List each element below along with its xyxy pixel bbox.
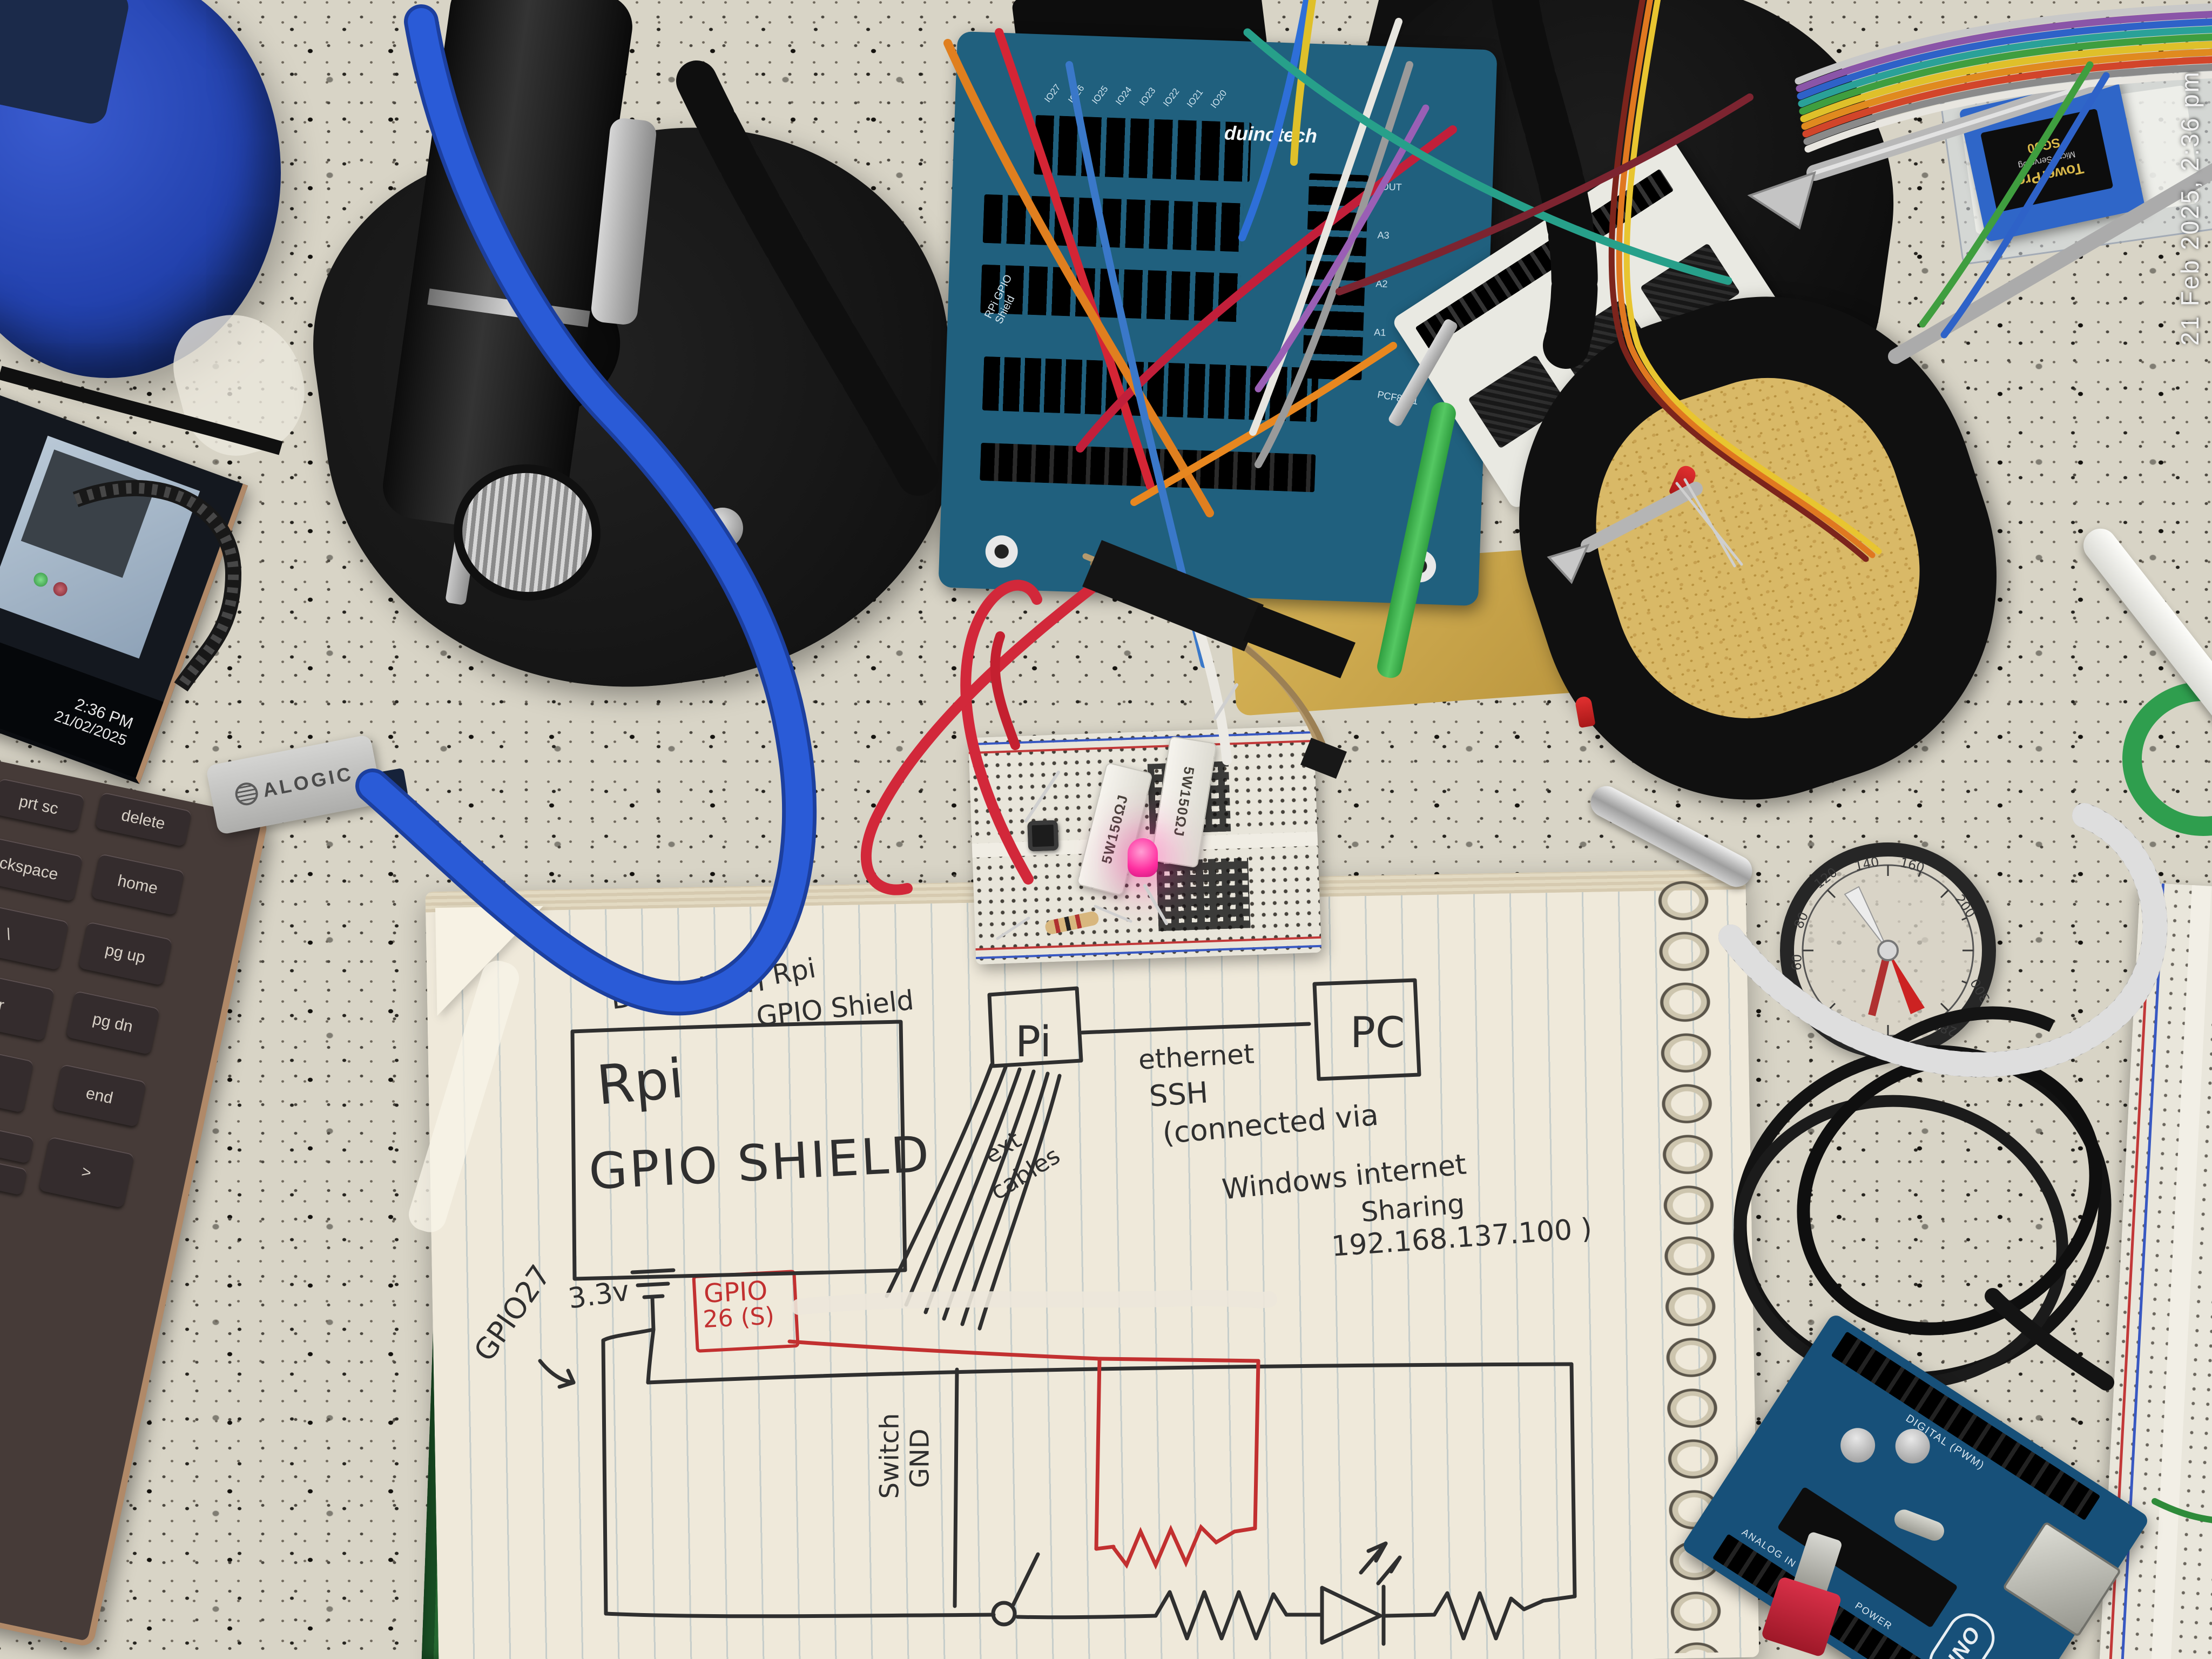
power-resistor-label: 5W150ΩJ: [1098, 792, 1131, 866]
compass-needle-red: [1888, 950, 1925, 1014]
gpio-pin-row: [980, 442, 1316, 493]
io-label: IO25: [1090, 84, 1110, 106]
sketch-pi-label: Pi: [1015, 1018, 1051, 1067]
header-block-analog: [1302, 173, 1369, 381]
key-backslash[interactable]: \: [0, 898, 69, 970]
sketch-switch-word: Switch: [874, 1413, 905, 1499]
io-label: IO22: [1161, 86, 1182, 109]
sketch-gpio26-line2: 26 (S): [702, 1302, 775, 1334]
clamp-screw: [702, 508, 743, 549]
center-groove: [2151, 885, 2211, 1659]
adapter-brand: ALOGIC: [261, 762, 355, 801]
analog-label: A1: [1373, 327, 1386, 338]
pink-led: [1128, 838, 1158, 877]
green-silicone-ring: [2122, 682, 2212, 836]
servo-label: TowerPro Micro Servo 9g SG90: [1980, 108, 2114, 213]
key-end[interactable]: end: [52, 1063, 147, 1128]
compass-pivot: [1877, 940, 1899, 961]
laptop-keyboard-deck: prt sc delete backspace home \ pg up ent…: [0, 745, 269, 1648]
arduino-model: UNO: [1938, 1622, 1986, 1659]
key-pgdn[interactable]: pg dn: [65, 990, 160, 1055]
servo-weight: 9g: [2017, 159, 2029, 171]
compass-dial: [1802, 864, 1974, 1037]
analog-label: A3: [1377, 230, 1390, 241]
io-label: IO24: [1114, 84, 1134, 107]
header-block-bottom: [982, 356, 1319, 422]
analog-label: A2: [1375, 278, 1388, 289]
sketch-gpio26-box: GPIO 26 (S): [692, 1270, 800, 1353]
tact-button: [1027, 820, 1059, 852]
key-prtsc[interactable]: prt sc: [0, 778, 85, 832]
compass-tick: 60: [1789, 954, 1805, 971]
io-label: IO21: [1185, 87, 1205, 110]
sketch-gnd-word: GND: [905, 1428, 935, 1488]
key-delete[interactable]: delete: [95, 792, 192, 847]
key-backspace[interactable]: backspace: [0, 831, 83, 902]
io-label: IO26: [1066, 83, 1087, 105]
alogic-logo-icon: [233, 780, 260, 807]
sketch-pc-label: PC: [1350, 1009, 1405, 1057]
key-shift[interactable]: ↑ shift: [0, 1033, 34, 1113]
header-block-mid1: [982, 194, 1244, 252]
sketch-ethernet-label: ethernet: [1137, 1038, 1255, 1076]
axial-resistor: [1044, 910, 1100, 935]
key-pgup[interactable]: pg up: [78, 921, 173, 986]
shield-screwhole-left: [984, 535, 1019, 569]
arduino-header-digital: [1831, 1331, 2101, 1521]
shield-brand: duinotech: [1224, 122, 1318, 147]
key-arrow-right[interactable]: >: [38, 1136, 135, 1209]
rj45-plug: [362, 767, 409, 804]
power-resistor-label: 5W150ΩJ: [1170, 765, 1198, 839]
sketch-box-rpi: Rpi: [594, 1047, 686, 1117]
sketch-switchgnd-label: Switch GND: [874, 1413, 935, 1499]
compass-needle-white: [1844, 886, 1889, 951]
key-enter[interactable]: enter: [0, 962, 55, 1041]
stand-sponge: [1560, 343, 1955, 753]
sketch-ssh-label: SSH: [1148, 1075, 1210, 1114]
analog-label: AOUT: [1374, 181, 1402, 193]
arduino-cap: [1833, 1421, 1882, 1469]
header-block-top: [1034, 115, 1252, 182]
arduino-crystal: [1891, 1507, 1947, 1544]
timestamp-watermark: 21 Feb 2025, 2:36 pm: [2176, 70, 2204, 346]
key-home[interactable]: home: [91, 853, 185, 916]
io-label: IO23: [1137, 85, 1158, 108]
compass: 120 140 160 200 80 60 280 300: [1780, 842, 1996, 1058]
io-label: IO27: [1042, 82, 1063, 105]
io-label: IO20: [1209, 88, 1229, 110]
usb-adapter: ALOGIC: [205, 734, 383, 835]
key-arrow-up[interactable]: ∧: [0, 1120, 35, 1164]
stamp-marking: [1156, 858, 1251, 932]
